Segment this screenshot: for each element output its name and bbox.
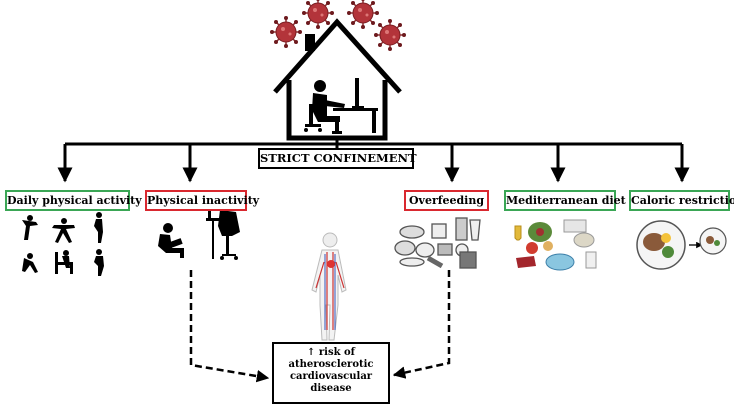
- strict-confinement-label: STRICT CONFINEMENT: [258, 148, 417, 169]
- daily-physical-activity-label: Daily physical activity: [5, 190, 142, 211]
- human-circulatory-system-icon: [311, 232, 347, 341]
- overfeeding-label: Overfeeding: [404, 190, 489, 211]
- dashed-arrows: [189, 270, 451, 383]
- caloric-restriction-label: Caloric restriction: [629, 190, 734, 211]
- junk-food-icon: [394, 217, 481, 269]
- healthy-plate-icon: [636, 220, 727, 270]
- physical-inactivity-label: Physical inactivity: [145, 190, 259, 211]
- up-arrow-icon: ↑: [307, 347, 316, 358]
- sitting-person-icon: [158, 198, 240, 260]
- person-at-computer-icon: [304, 78, 378, 134]
- virus-icon: [301, 0, 335, 30]
- connector-lines: [57, 138, 690, 183]
- risk-text: risk of atherosclerotic cardiovascular d…: [288, 347, 374, 394]
- cardiovascular-risk-box: ↑ risk of atherosclerotic cardiovascular…: [272, 342, 390, 404]
- mediterranean-food-icon: [514, 219, 597, 271]
- virus-icon: [346, 0, 380, 30]
- mediterranean-diet-label: Mediterranean diet: [504, 190, 626, 211]
- virus-icon: [373, 18, 407, 52]
- exercise-silhouettes-icon: [22, 212, 104, 276]
- virus-icon: [269, 15, 303, 49]
